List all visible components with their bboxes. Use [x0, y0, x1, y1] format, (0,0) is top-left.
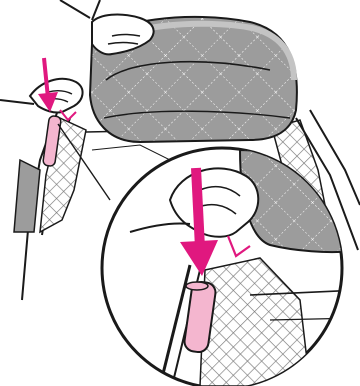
top-hand: [60, 0, 154, 54]
